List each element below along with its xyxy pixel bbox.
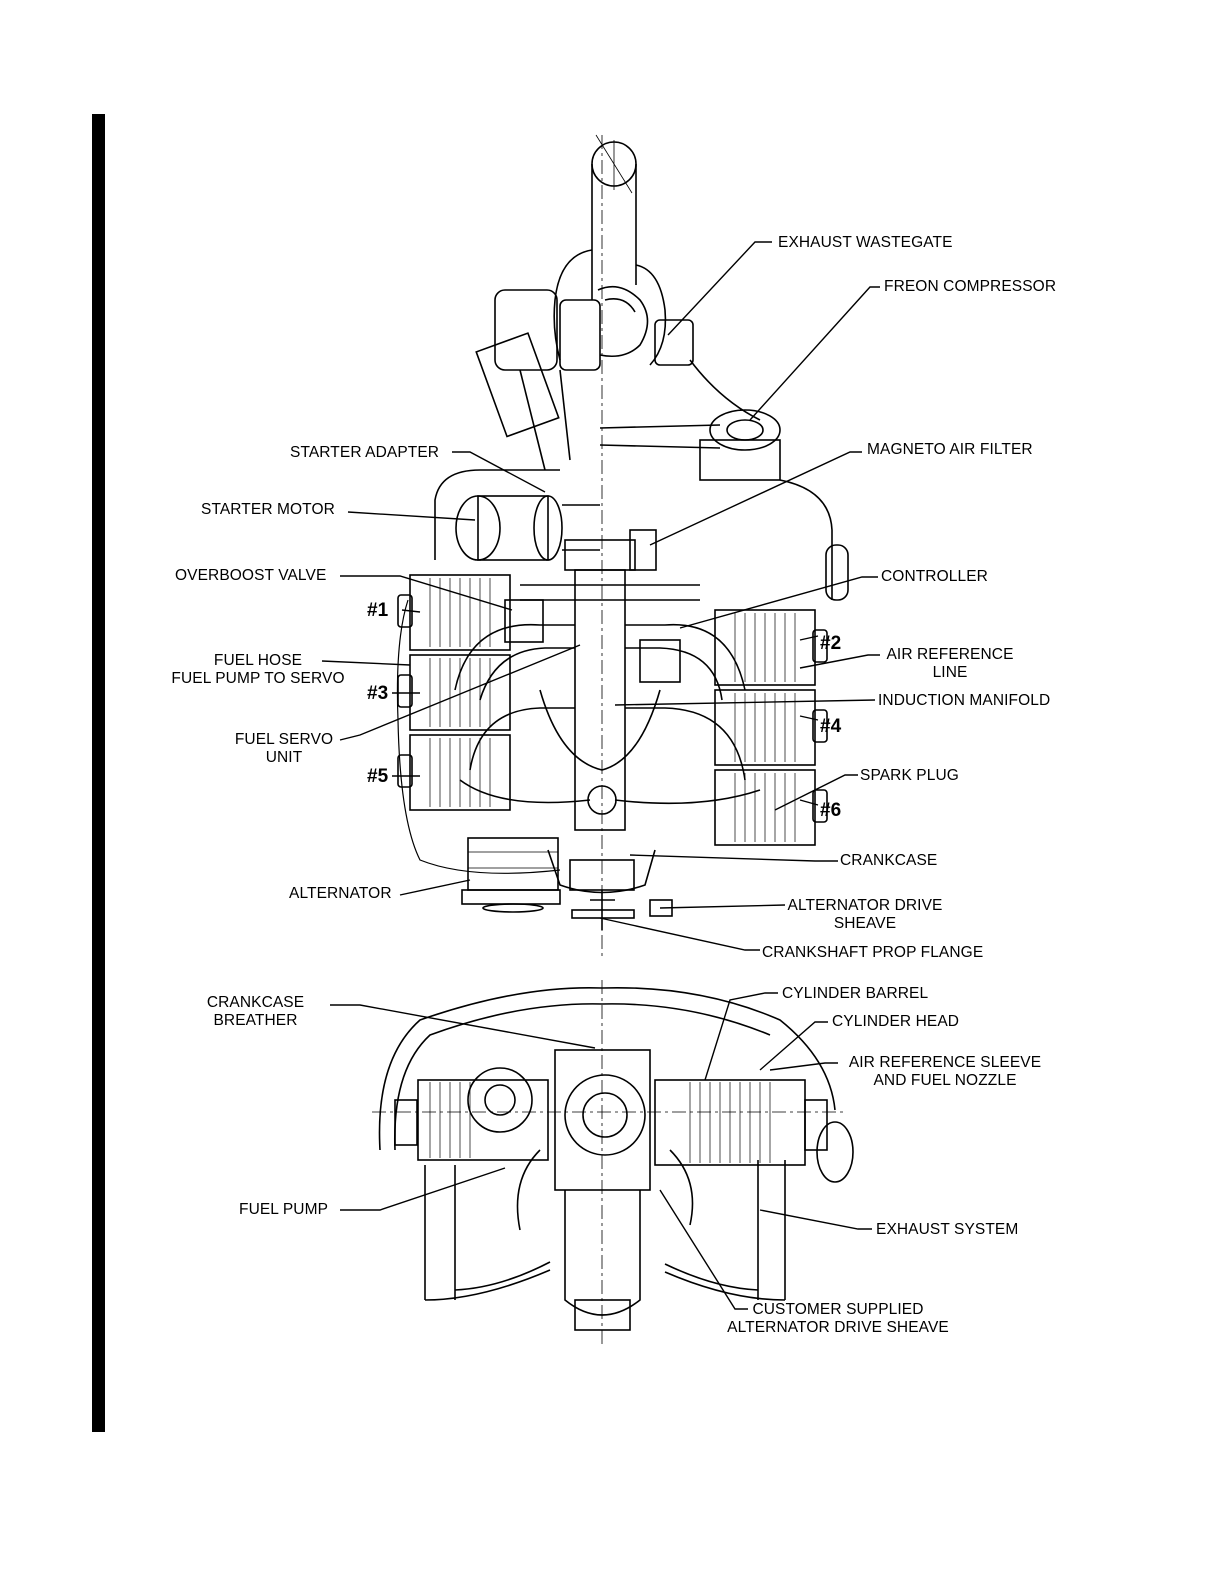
label-crankcase-breather-line2: BREATHER xyxy=(213,1012,298,1029)
cylinder-number-6: #6 xyxy=(820,800,842,821)
label-induction-manifold: INDUCTION MANIFOLD xyxy=(878,692,1051,709)
leader-lines xyxy=(321,241,880,1310)
label-crankcase-breather: CRANKCASE BREATHER xyxy=(198,994,313,1030)
fuel-hose-line xyxy=(396,599,561,874)
label-fuel-servo-unit: FUEL SERVO UNIT xyxy=(226,731,342,767)
label-crankshaft-prop-flange: CRANKSHAFT PROP FLANGE xyxy=(762,944,984,961)
starter-motor xyxy=(455,495,600,561)
shroud-right xyxy=(779,479,833,600)
induction-manifold-drawing xyxy=(454,529,761,831)
margin-bar xyxy=(92,114,105,1432)
label-crankcase: CRANKCASE xyxy=(840,852,938,869)
label-alternator-drive-sheave-line2: SHEAVE xyxy=(833,915,897,932)
wastegate-turbo xyxy=(475,249,694,471)
label-magneto-air-filter: MAGNETO AIR FILTER xyxy=(867,441,1033,458)
exhaust-stack xyxy=(591,134,637,300)
label-customer-sheave-line1: CUSTOMER SUPPLIED xyxy=(752,1301,924,1318)
label-controller: CONTROLLER xyxy=(881,568,988,585)
label-spark-plug: SPARK PLUG xyxy=(860,767,959,784)
label-overboost-valve: OVERBOOST VALVE xyxy=(175,567,327,584)
cylinder-number-4: #4 xyxy=(820,716,842,737)
crankcase-drawing xyxy=(547,849,656,930)
cylinder-number-5: #5 xyxy=(367,766,389,787)
label-fuel-servo-line2: UNIT xyxy=(265,749,303,766)
label-fuel-hose-line2: FUEL PUMP TO SERVO xyxy=(171,670,345,687)
label-starter-adapter: STARTER ADAPTER xyxy=(290,444,440,461)
cylinder-number-3: #3 xyxy=(367,683,389,704)
label-freon-compressor: FREON COMPRESSOR xyxy=(884,278,1057,295)
label-fuel-hose: FUEL HOSE FUEL PUMP TO SERVO xyxy=(163,652,353,688)
freon-compressor xyxy=(599,359,781,481)
alternator-drawing xyxy=(461,837,561,913)
right-cylinder-bank xyxy=(714,544,849,846)
cylinder-number-1: #1 xyxy=(367,600,389,621)
cylinder-number-2: #2 xyxy=(820,633,842,654)
label-exhaust-system: EXHAUST SYSTEM xyxy=(876,1221,1019,1238)
label-customer-sheave-line2: ALTERNATOR DRIVE SHEAVE xyxy=(727,1319,949,1336)
label-air-reference-line2: LINE xyxy=(932,664,968,681)
bottom-engine-drawing xyxy=(378,986,854,1331)
label-customer-supplied-sheave: CUSTOMER SUPPLIED ALTERNATOR DRIVE SHEAV… xyxy=(710,1301,966,1337)
label-air-reference-line: AIR REFERENCE LINE xyxy=(876,646,1024,682)
label-alternator: ALTERNATOR xyxy=(289,885,392,902)
label-cylinder-head: CYLINDER HEAD xyxy=(832,1013,960,1030)
label-air-reference-sleeve: AIR REFERENCE SLEEVE AND FUEL NOZZLE xyxy=(838,1054,1052,1090)
label-exhaust-wastegate: EXHAUST WASTEGATE xyxy=(778,234,953,251)
label-fuel-pump: FUEL PUMP xyxy=(239,1201,329,1218)
label-crankcase-breather-line1: CRANKCASE xyxy=(206,994,305,1011)
label-starter-motor: STARTER MOTOR xyxy=(201,501,335,518)
shroud-left xyxy=(434,469,560,560)
label-air-reference-line1: AIR REFERENCE xyxy=(886,646,1014,663)
label-alternator-drive-sheave: ALTERNATOR DRIVE SHEAVE xyxy=(780,897,950,933)
label-fuel-servo-line1: FUEL SERVO xyxy=(234,731,334,748)
label-fuel-hose-line1: FUEL HOSE xyxy=(213,652,303,669)
label-alternator-drive-sheave-line1: ALTERNATOR DRIVE xyxy=(787,897,943,914)
label-cylinder-barrel: CYLINDER BARREL xyxy=(782,985,929,1002)
label-air-reference-sleeve-line2: AND FUEL NOZZLE xyxy=(873,1072,1017,1089)
label-air-reference-sleeve-line1: AIR REFERENCE SLEEVE xyxy=(848,1054,1042,1071)
